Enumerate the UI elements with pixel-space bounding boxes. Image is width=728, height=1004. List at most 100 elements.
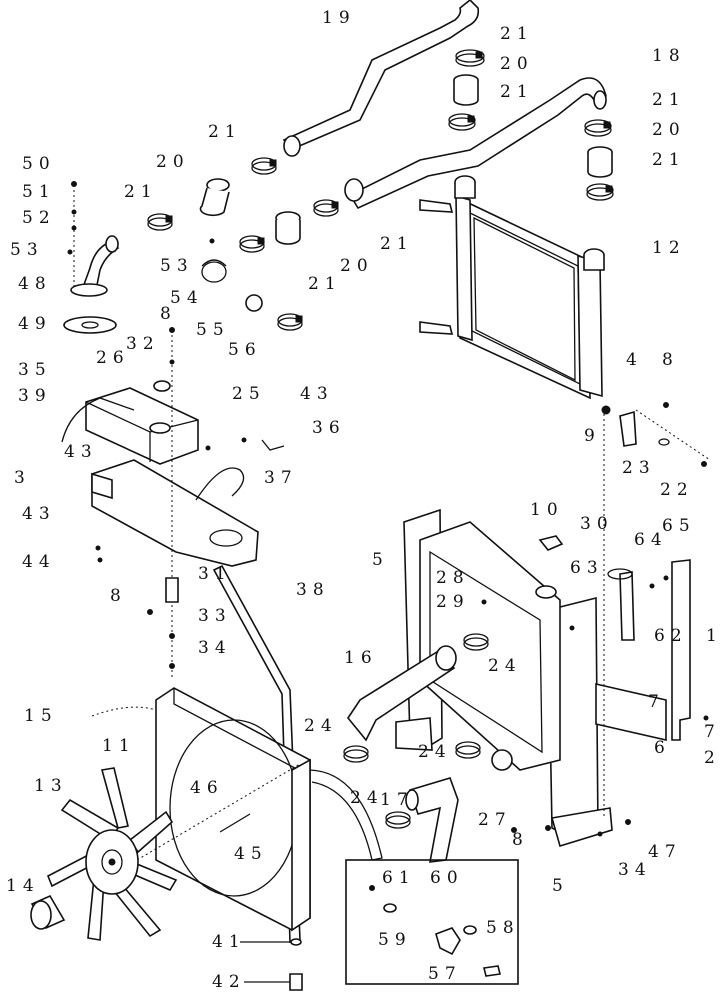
callout-59: 59	[378, 930, 412, 950]
callout-22: 22	[660, 480, 694, 500]
callout-14: 14	[6, 876, 40, 896]
callout-37: 37	[264, 468, 298, 488]
callout-8: 8	[110, 586, 127, 606]
callout-43: 43	[300, 384, 334, 404]
callout-43: 43	[22, 504, 56, 524]
callout-3: 3	[14, 468, 31, 488]
callout-21: 21	[500, 24, 534, 44]
clamp-21-top	[455, 49, 485, 67]
callout-20: 20	[340, 256, 374, 276]
callout-42: 42	[212, 972, 246, 992]
callout-16: 16	[344, 648, 378, 668]
elbow-48	[70, 235, 120, 297]
bracket-1	[671, 559, 691, 741]
callout-10: 10	[530, 500, 564, 520]
callout-60: 60	[430, 868, 464, 888]
callout-51: 51	[22, 182, 56, 202]
callout-8: 8	[512, 830, 529, 850]
callout-54: 54	[170, 288, 204, 308]
callout-29: 29	[436, 592, 470, 612]
callout-21: 21	[652, 90, 686, 110]
callout-49: 49	[18, 314, 52, 334]
callout-30: 30	[580, 514, 614, 534]
callout-25: 25	[232, 384, 266, 404]
callout-20: 20	[500, 54, 534, 74]
callout-64: 64	[634, 530, 668, 550]
callout-7: 7	[648, 692, 665, 712]
clamp-24-a	[463, 633, 489, 651]
callout-36: 36	[312, 418, 346, 438]
callout-5: 5	[552, 876, 569, 896]
strap-62	[607, 568, 635, 641]
callout-6: 6	[654, 738, 671, 758]
callout-53: 53	[10, 240, 44, 260]
coupler-20-right	[587, 146, 613, 178]
callout-13: 13	[34, 776, 68, 796]
callout-58: 58	[486, 918, 520, 938]
callout-21: 21	[652, 150, 686, 170]
callout-44: 44	[22, 552, 56, 572]
clamp-54	[201, 259, 227, 283]
bracket-4	[619, 410, 637, 447]
clamp-24-d	[385, 811, 411, 829]
callout-11: 11	[102, 736, 136, 756]
callout-28: 28	[436, 568, 470, 588]
callout-34: 34	[198, 638, 232, 658]
callout-21: 21	[208, 122, 242, 142]
callout-20: 20	[652, 120, 686, 140]
callout-9: 9	[584, 426, 601, 446]
clamp-21-center-a	[251, 157, 277, 175]
callout-24: 24	[304, 716, 338, 736]
callout-23: 23	[622, 458, 656, 478]
callout-62: 62	[654, 626, 688, 646]
callout-20: 20	[156, 152, 190, 172]
callout-7: 7	[704, 722, 721, 742]
callout-15: 15	[24, 706, 58, 726]
gasket-49	[63, 316, 117, 334]
callout-41: 41	[212, 932, 246, 952]
spacer-14	[30, 894, 66, 930]
callout-27: 27	[478, 810, 512, 830]
callout-21: 21	[380, 234, 414, 254]
clamp-21-center-c	[313, 199, 339, 217]
clamp-24-b	[343, 745, 369, 763]
bracket-31	[165, 577, 179, 603]
callout-55: 55	[196, 320, 230, 340]
clamp-21-right-a	[584, 119, 612, 137]
callout-35: 35	[18, 360, 52, 380]
callout-17: 17	[380, 790, 414, 810]
upper-hose-19	[282, 0, 480, 157]
coupler-20-center-b	[275, 211, 301, 245]
callout-2: 2	[704, 748, 721, 768]
clamp-21-mid	[448, 113, 476, 131]
fan-shroud-11	[155, 687, 311, 932]
callout-21: 21	[308, 274, 342, 294]
callout-47: 47	[648, 842, 682, 862]
clamp-21-center-d	[239, 235, 265, 253]
radiator-12	[419, 175, 605, 400]
callout-31: 31	[198, 564, 232, 584]
inset-detail-box	[345, 859, 519, 985]
fan-13	[46, 767, 178, 941]
callout-63: 63	[570, 558, 604, 578]
callout-24: 24	[488, 656, 522, 676]
callout-8: 8	[662, 350, 679, 370]
callout-48: 48	[18, 274, 52, 294]
callout-57: 57	[428, 964, 462, 984]
hose-16	[347, 648, 456, 742]
clamp-21-center-b	[147, 213, 173, 231]
callout-52: 52	[22, 208, 56, 228]
callout-34: 34	[618, 860, 652, 880]
callout-53: 53	[160, 256, 194, 276]
plug-55	[245, 294, 263, 312]
callout-21: 21	[124, 182, 158, 202]
callout-39: 39	[18, 386, 52, 406]
callout-50: 50	[22, 154, 56, 174]
callout-61: 61	[382, 868, 416, 888]
callout-24: 24	[418, 742, 452, 762]
tank-25	[61, 380, 199, 465]
callout-1: 1	[706, 626, 723, 646]
hose-18	[344, 77, 607, 210]
